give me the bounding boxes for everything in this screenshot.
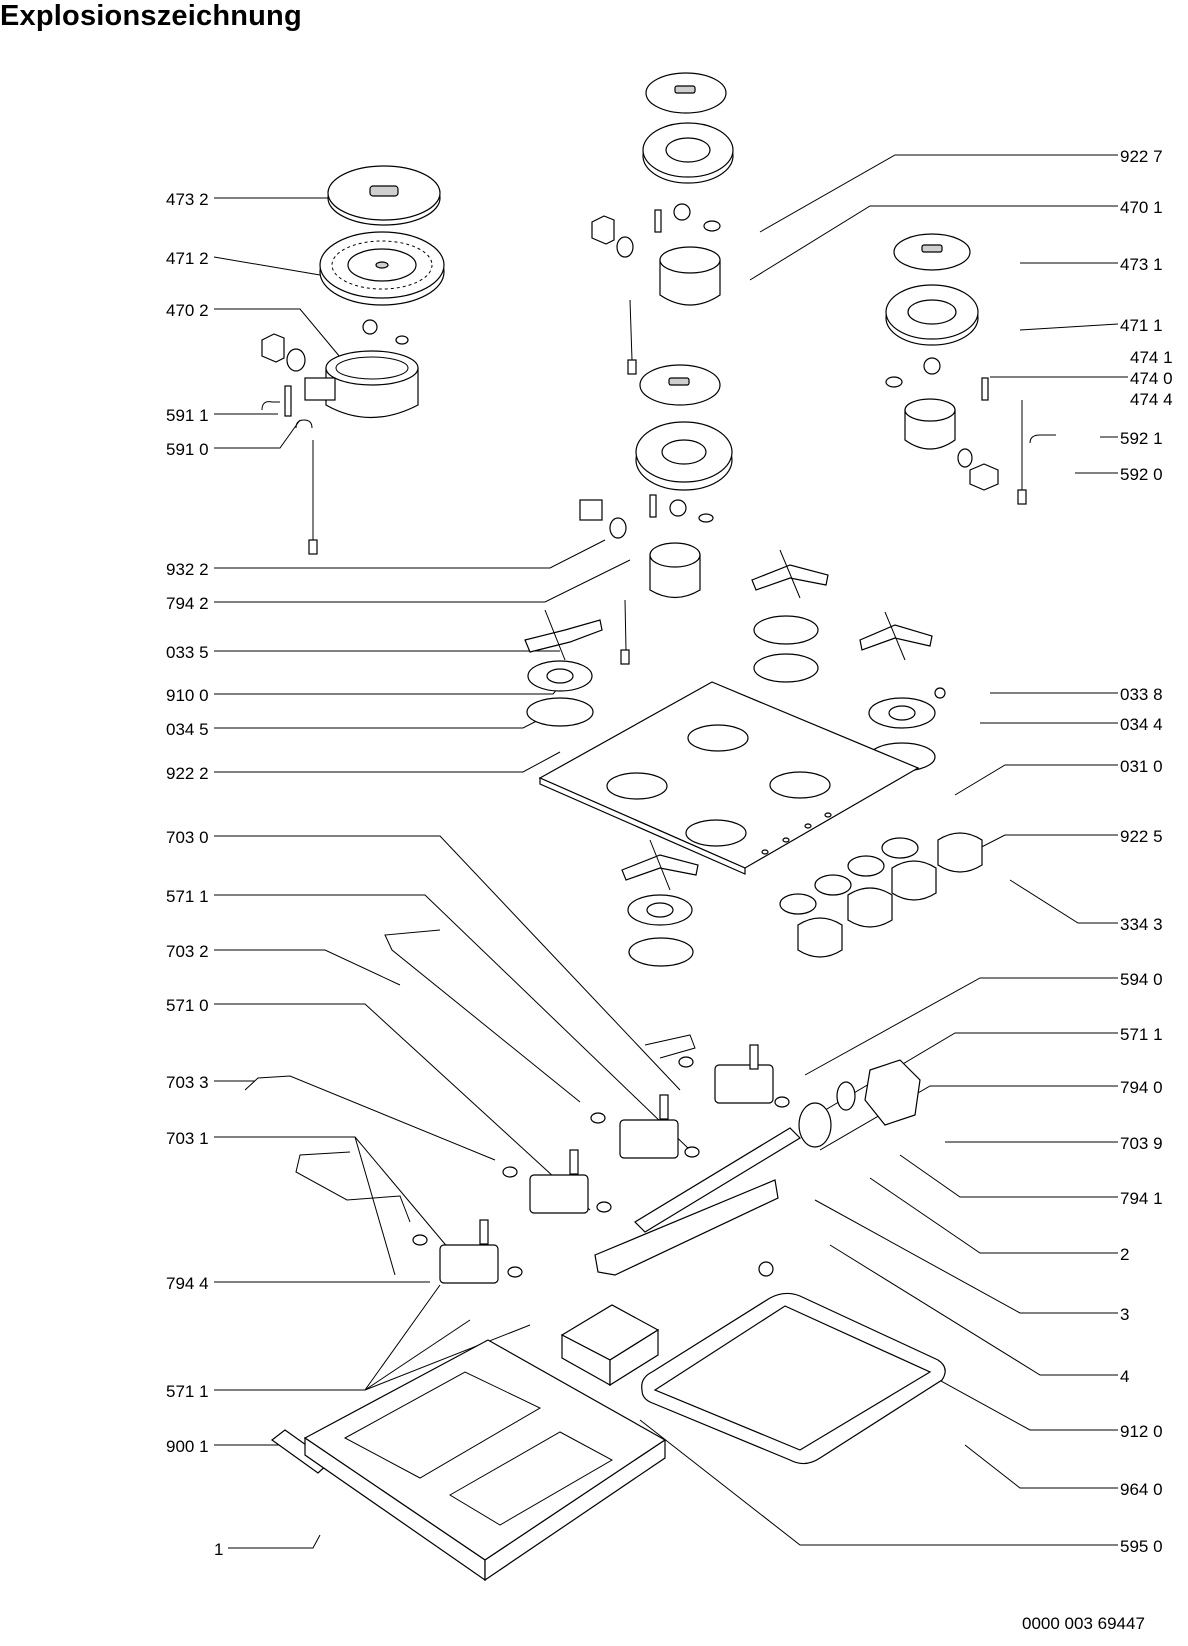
label-922-5: 922 5 — [1120, 827, 1163, 846]
burner-cap-center-top — [645, 72, 727, 114]
label-3: 3 — [1120, 1305, 1129, 1324]
gas-valves-571 — [412, 1044, 790, 1284]
burner-crown-center-middle — [635, 421, 733, 491]
burner-crown-471-1 — [885, 284, 979, 346]
manifold-rail — [594, 1127, 801, 1277]
label-595-0: 595 0 — [1120, 1537, 1163, 1556]
label-471-2: 471 2 — [166, 249, 209, 268]
spreader-034-4 — [868, 687, 946, 772]
label-473-1: 473 1 — [1120, 255, 1163, 274]
pan-support-front — [621, 839, 699, 891]
label-592-1: 592 1 — [1120, 429, 1163, 448]
label-470-2: 470 2 — [166, 301, 209, 320]
label-034-5: 034 5 — [166, 720, 209, 739]
label-474-4: 474 4 — [1130, 390, 1173, 409]
label-033-5: 033 5 — [166, 643, 209, 662]
label-922-2: 922 2 — [166, 764, 209, 783]
label-912-0: 912 0 — [1120, 1422, 1163, 1441]
seal-frame-964-0 — [641, 1292, 946, 1465]
label-471-1: 471 1 — [1120, 316, 1163, 335]
gas-pipes-703 — [244, 929, 696, 1223]
seal-922-2 — [526, 697, 594, 727]
label-703-0: 703 0 — [166, 828, 209, 847]
burner-crown-471-2 — [319, 231, 445, 306]
label-591-1: 591 1 — [166, 406, 209, 425]
label-334-3: 334 3 — [1120, 915, 1163, 934]
label-571-1-r: 571 1 — [1120, 1025, 1163, 1044]
burner-crown-center-top — [642, 122, 734, 184]
burner-body-right — [885, 357, 1056, 505]
label-031-0: 031 0 — [1120, 757, 1163, 776]
label-034-4: 034 4 — [1120, 715, 1163, 734]
label-794-1: 794 1 — [1120, 1189, 1163, 1208]
label-2: 2 — [1120, 1245, 1129, 1264]
spreader-034-5 — [527, 660, 593, 692]
left-labels: 473 2 471 2 470 2 591 1 591 0 932 2 794 … — [166, 190, 691, 1559]
junction-box-595-0 — [560, 1304, 660, 1387]
label-571-1-a: 571 1 — [166, 887, 209, 906]
burner-cap-473-2 — [327, 165, 441, 226]
hob-plate-031-0 — [538, 681, 920, 875]
label-910-0: 910 0 — [166, 686, 209, 705]
label-964-0: 964 0 — [1120, 1480, 1163, 1499]
label-703-3: 703 3 — [166, 1073, 209, 1092]
label-703-2: 703 2 — [166, 942, 209, 961]
label-900-1: 900 1 — [166, 1437, 209, 1456]
document-number: 0000 003 69447 — [1022, 1614, 1145, 1633]
label-1: 1 — [214, 1540, 223, 1559]
thermocouple-591 — [261, 385, 318, 555]
label-594-0: 594 0 — [1120, 970, 1163, 989]
burner-cap-center-middle — [639, 364, 721, 406]
label-932-2: 932 2 — [166, 560, 209, 579]
knobs-334-3 — [779, 832, 983, 958]
label-794-2: 794 2 — [166, 594, 209, 613]
label-033-8: 033 8 — [1120, 685, 1163, 704]
burner-body-470-1 — [591, 203, 721, 375]
label-474-0: 474 0 — [1130, 369, 1173, 388]
label-470-1: 470 1 — [1120, 198, 1163, 217]
label-703-1: 703 1 — [166, 1129, 209, 1148]
label-473-2: 473 2 — [166, 190, 209, 209]
spreader-front — [627, 894, 694, 967]
burner-body-center-middle — [579, 494, 714, 665]
label-474-1: 474 1 — [1130, 348, 1173, 367]
label-4: 4 — [1120, 1367, 1129, 1386]
label-922-7: 922 7 — [1120, 147, 1163, 166]
label-571-0: 571 0 — [166, 996, 209, 1015]
label-794-0: 794 0 — [1120, 1078, 1163, 1097]
page-title: Explosionszeichnung — [0, 0, 302, 32]
base-tray-1 — [303, 1339, 667, 1582]
right-labels: 922 7 470 1 473 1 471 1 474 1 474 0 474 … — [639, 147, 1173, 1556]
pan-support-right-1 — [751, 549, 829, 599]
label-592-0: 592 0 — [1120, 465, 1163, 484]
connector-703-9 — [798, 1059, 921, 1148]
pan-support-right-2 — [859, 611, 933, 661]
label-703-9: 703 9 — [1120, 1134, 1163, 1153]
burner-body-470-2 — [261, 319, 419, 418]
label-794-4: 794 4 — [166, 1274, 209, 1293]
spreader-right-1 — [753, 615, 819, 683]
label-591-0: 591 0 — [166, 440, 209, 459]
burner-cap-473-1 — [893, 233, 971, 271]
label-571-1-b: 571 1 — [166, 1382, 209, 1401]
pan-support-033-5 — [524, 609, 603, 661]
